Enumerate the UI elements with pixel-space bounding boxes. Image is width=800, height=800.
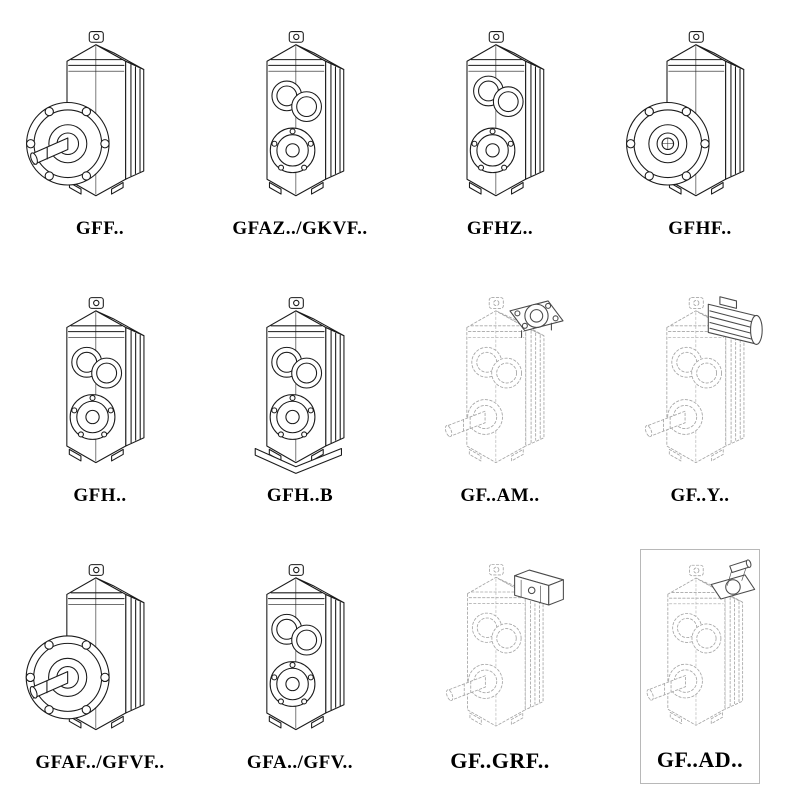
drawing-gearbox-flange-shaft-icon [25, 564, 145, 731]
model-label: GFH.. [73, 485, 127, 506]
drawing-gearbox-cover-adapter-icon [444, 563, 564, 727]
drawing-gearbox-hollow-shaft-icon [266, 31, 345, 197]
model-label: GFHZ.. [466, 218, 534, 239]
catalog-cell-gff: GFF.. [26, 16, 160, 250]
drawing-gearbox-shrink-disc-icon [466, 31, 545, 197]
model-label: GFH..B [266, 485, 334, 506]
catalog-cell-gf-am: GF..AM.. [440, 282, 564, 517]
model-label: GF..AD.. [656, 747, 744, 772]
drawing-gearbox-iec-adapter-icon [443, 297, 564, 464]
drawing-gearbox-output-flange-icon [26, 31, 145, 197]
catalog-cell-gf-grf: GF..GRF.. [440, 549, 564, 784]
model-label: GFF.. [75, 218, 125, 239]
drawing-gearbox-flange-hollow-icon [626, 31, 745, 197]
input-shaft-adapter-icon [710, 558, 756, 600]
model-label: GF..GRF.. [450, 748, 550, 773]
model-label: GF..AM.. [460, 485, 540, 506]
catalog-cell-gf-ad: GF..AD.. [640, 549, 760, 784]
drawing-gearbox-with-motor-icon [643, 296, 763, 464]
model-label: GFA../GFV.. [246, 752, 354, 773]
drawing-gearbox-input-shaft-adapter-icon [645, 558, 756, 726]
catalog-cell-gfhf: GFHF.. [626, 16, 760, 250]
model-label: GFAZ../GKVF.. [232, 218, 368, 239]
catalog-cell-gfaz-gkvf: GFAZ../GKVF.. [232, 16, 367, 250]
drawing-gearbox-solid-shaft-icon [266, 564, 345, 731]
drawing-gearbox-housing-icon [66, 297, 145, 464]
catalog-cell-gfhz: GFHZ.. [440, 16, 560, 250]
catalog-cell-gfaf-gfvf: GFAF../GFVF.. [25, 549, 164, 784]
catalog-cell-gfh-b: GFH..B [240, 282, 360, 517]
catalog-cell-gfh: GFH.. [40, 282, 160, 517]
model-label: GF..Y.. [670, 485, 730, 506]
model-label: GFAF../GFVF.. [35, 752, 165, 773]
model-label: GFHF.. [668, 218, 732, 239]
drawing-gearbox-base-mounted-icon [254, 297, 345, 474]
catalog-cell-gfa-gfv: GFA../GFV.. [240, 549, 360, 784]
catalog-cell-gf-y: GF..Y.. [640, 282, 763, 517]
